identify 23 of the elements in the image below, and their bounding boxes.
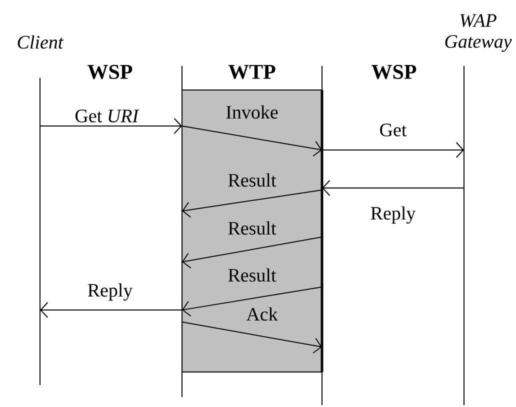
arrow [182,322,322,354]
edge-label: Result [228,221,276,235]
lifeline: Client [18,35,64,386]
arrow [40,118,182,134]
edge-label: Get URI [76,110,140,122]
layer-heading: WSP [372,64,416,80]
edge-label: Ack [246,307,278,321]
arrow [182,286,322,317]
edge-label: Reply [88,283,133,301]
edge-label: Invoke [226,105,278,119]
arrow [182,236,322,269]
edge-label: Result [228,268,276,282]
arrow [182,126,322,157]
layer-heading: WSP [88,64,132,80]
edge-label: Get [380,124,407,136]
edge-label: Result [228,173,276,187]
layer-heading: WTP [228,64,276,80]
lifeline: WAP Gateway [445,14,512,406]
arrow [322,142,464,158]
arrow [322,180,464,196]
edge-label: Reply [370,206,416,224]
arrow [40,302,182,318]
arrow [182,190,322,218]
